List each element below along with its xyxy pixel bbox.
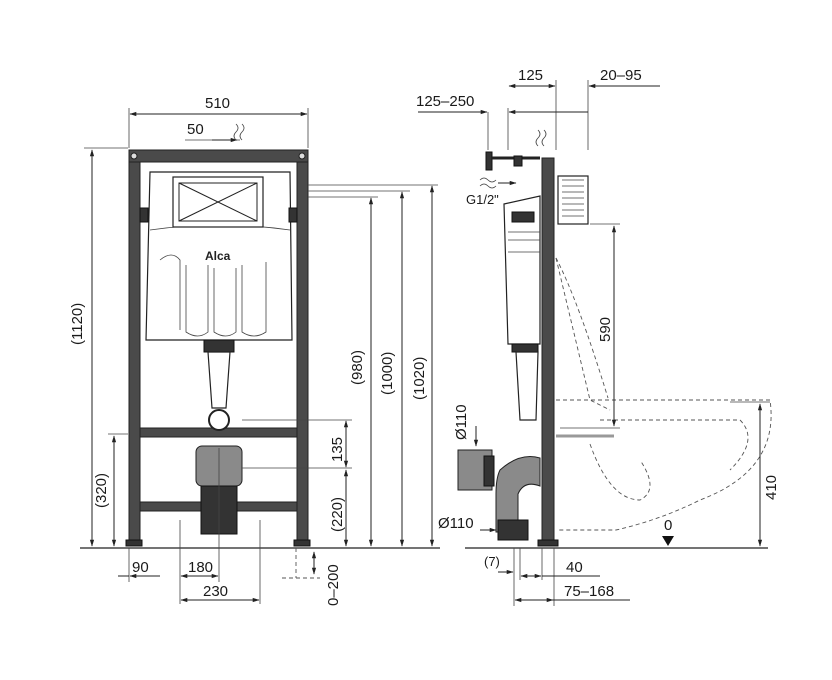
side-frame <box>485 151 589 547</box>
dim-side-125: 125 <box>518 67 543 84</box>
dim-7: (7) <box>484 554 500 569</box>
cistern-side <box>457 195 541 541</box>
dim-40: 40 <box>566 559 583 576</box>
dim-20-95: 20–95 <box>600 67 642 84</box>
inlet-g12-label: G1/2" <box>466 192 499 207</box>
dim-220: (220) <box>329 497 346 532</box>
floor-zero-marker <box>662 536 674 546</box>
dim-230: 230 <box>203 583 228 600</box>
cistern-front: Alca <box>139 171 298 341</box>
dim-180: 180 <box>188 559 213 576</box>
dim-320: (320) <box>93 473 110 508</box>
side-dimensions: 125 20–95 125–250 G1/2" 590 Ø110 Ø110 41… <box>416 67 780 606</box>
dim-75-168: 75–168 <box>564 583 614 600</box>
dim-410: 410 <box>763 475 780 500</box>
dim-510: 510 <box>205 95 230 112</box>
dim-1120: (1120) <box>69 303 86 345</box>
dim-zero: 0 <box>664 517 672 534</box>
dim-90: 90 <box>132 559 149 576</box>
dim-590: 590 <box>597 317 614 342</box>
dim-980: (980) <box>349 350 366 385</box>
brand-logo: Alca <box>205 249 231 263</box>
dim-0-200: 0–200 <box>325 564 342 606</box>
dim-135: 135 <box>329 437 346 462</box>
toilet-bowl-dashed <box>555 257 772 531</box>
front-dimensions: 510 50 (1120) (320) (980) (1000) (1020) … <box>69 95 438 606</box>
dim-1000: (1000) <box>379 352 396 395</box>
dim-125-250: 125–250 <box>416 93 474 110</box>
dim-50: 50 <box>187 121 204 138</box>
dim-pipe-110-upper: Ø110 <box>453 404 470 440</box>
dim-pipe-110-lower: Ø110 <box>438 515 474 532</box>
dim-1020: (1020) <box>411 357 428 400</box>
